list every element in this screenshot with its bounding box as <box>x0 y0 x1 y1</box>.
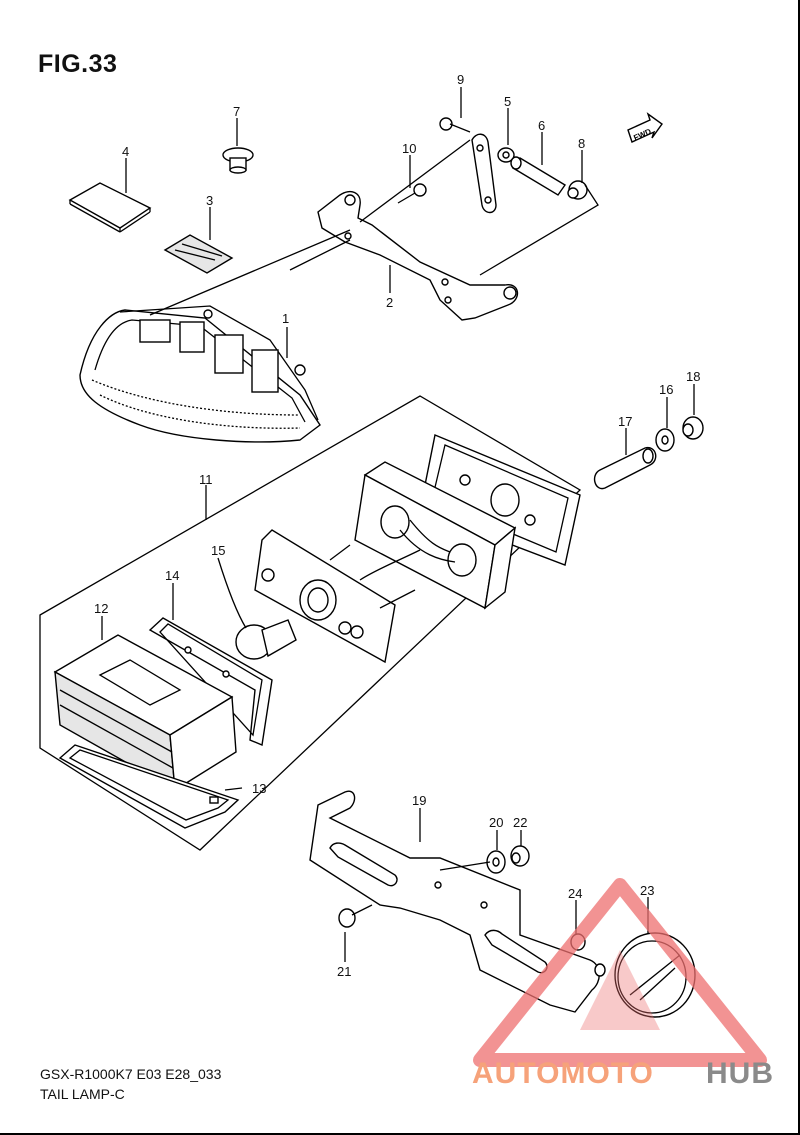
part-5-washer <box>497 147 515 163</box>
callout-17: 17 <box>618 414 632 429</box>
part-21-bolt <box>338 904 373 928</box>
callout-4: 4 <box>122 144 129 159</box>
callout-21: 21 <box>337 964 351 979</box>
part-13-lens-gasket <box>58 744 240 829</box>
latch-plate <box>471 133 497 214</box>
watermark-suffix: HUB <box>706 1057 774 1090</box>
callout-19: 19 <box>412 793 426 808</box>
part-7-grommet <box>222 147 254 174</box>
model-code: GSX-R1000K7 E03 E28_033 <box>40 1066 222 1082</box>
part-2-bracket <box>317 190 519 321</box>
callout-6: 6 <box>538 118 545 133</box>
callout-10: 10 <box>402 141 416 156</box>
callout-23: 23 <box>640 883 654 898</box>
part-3-reflector <box>163 234 234 274</box>
callout-5: 5 <box>504 94 511 109</box>
part-9-screw <box>439 117 471 133</box>
callout-8: 8 <box>578 136 585 151</box>
part-6-collar <box>510 156 567 196</box>
part-18-nut <box>682 416 704 440</box>
model-name: TAIL LAMP-C <box>40 1086 125 1102</box>
callout-3: 3 <box>206 193 213 208</box>
callout-13: 13 <box>252 781 266 796</box>
callout-20: 20 <box>489 815 503 830</box>
part-12-lens <box>53 634 237 792</box>
part-15-bulb <box>235 619 297 660</box>
callout-11: 11 <box>199 472 213 487</box>
part-4-pad <box>68 182 152 233</box>
socket-grommet <box>354 461 517 610</box>
assembly-box-11 <box>39 395 582 851</box>
part-19-license-bracket <box>309 790 606 1013</box>
callout-9: 9 <box>457 72 464 87</box>
callout-24: 24 <box>568 886 582 901</box>
callout-14: 14 <box>165 568 179 583</box>
watermark-prefix: AUTOMOTO <box>472 1057 654 1090</box>
callout-22: 22 <box>513 815 527 830</box>
socket-plate <box>254 529 421 664</box>
callout-15: 15 <box>211 543 225 558</box>
part-1-tail-lamp <box>79 305 321 443</box>
figure-title: FIG.33 <box>38 50 118 78</box>
callout-12: 12 <box>94 601 108 616</box>
callout-1: 1 <box>282 311 289 326</box>
callout-16: 16 <box>659 382 673 397</box>
part-20-washer <box>486 850 506 874</box>
callouts: 1 2 3 4 5 6 7 8 9 10 11 12 13 14 15 16 1… <box>94 72 700 979</box>
part-22-nut <box>510 845 530 867</box>
fwd-arrow-icon: FWD <box>627 112 663 143</box>
part-8-cushion <box>567 180 588 200</box>
part-17-spacer <box>593 446 657 490</box>
callout-18: 18 <box>686 369 700 384</box>
part-10-screw <box>397 183 427 204</box>
callout-2: 2 <box>386 295 393 310</box>
callout-7: 7 <box>233 104 240 119</box>
watermark-triangle-icon <box>473 878 767 1067</box>
automotohub-watermark: AUTOMOTO HUB <box>472 878 774 1090</box>
part-16-washer <box>655 428 675 452</box>
